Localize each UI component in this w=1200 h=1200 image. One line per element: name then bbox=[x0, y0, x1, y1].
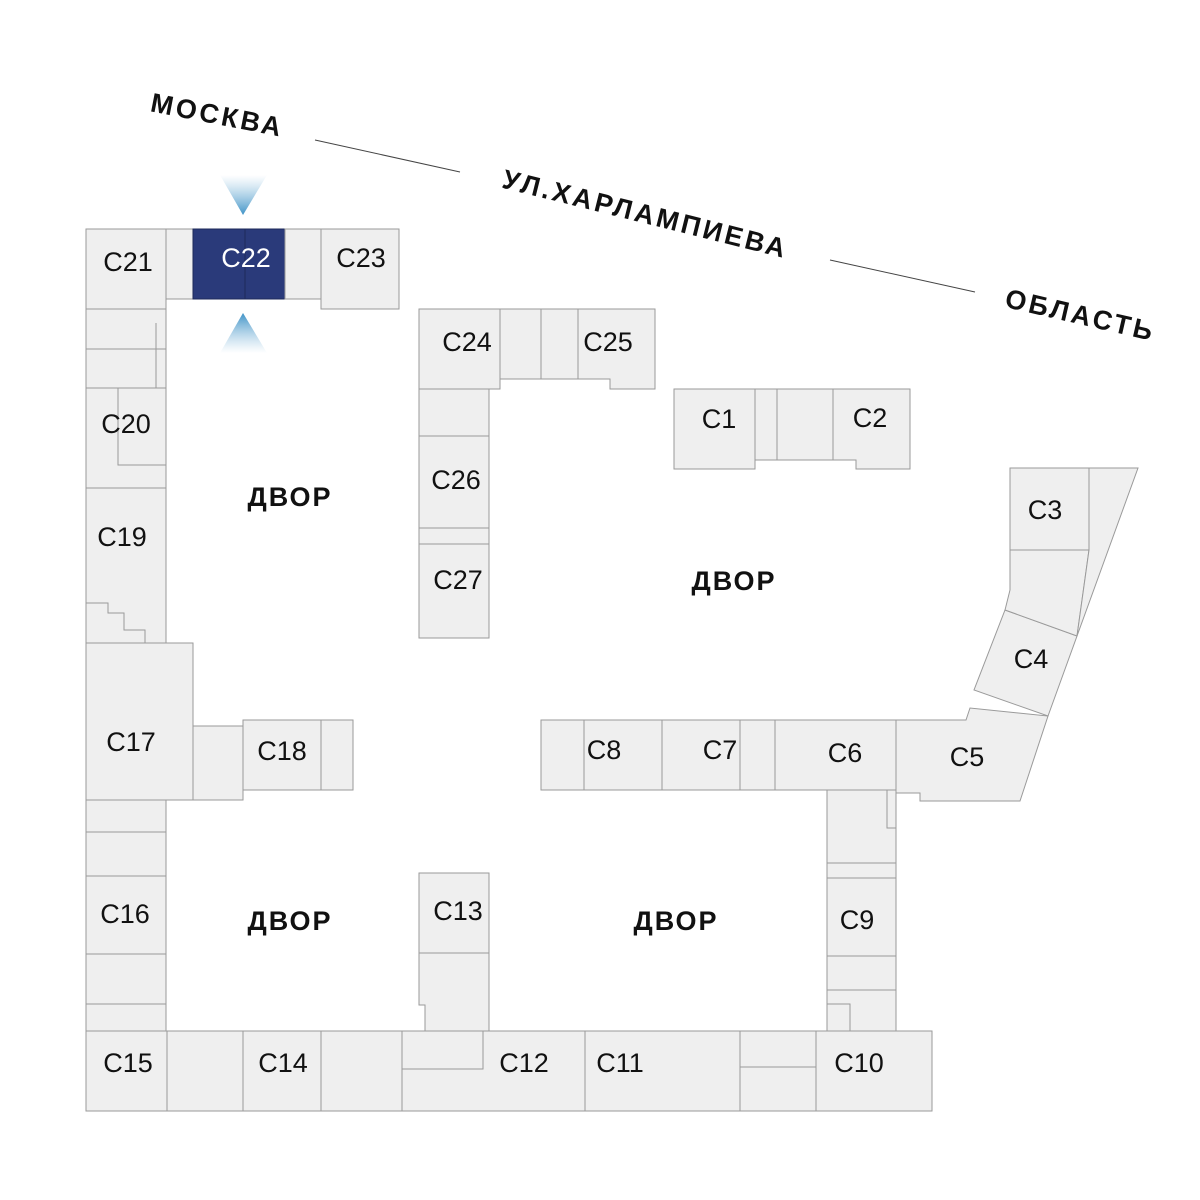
section-c27-block[interactable] bbox=[418, 543, 490, 639]
separator bbox=[886, 789, 896, 829]
section-c6-label: С6 bbox=[828, 738, 863, 768]
section-c22-label: С22 bbox=[221, 243, 271, 273]
yard-label-bottom-left: ДВОР bbox=[247, 906, 332, 936]
corridor-left-6 bbox=[85, 1003, 167, 1032]
street-line-2 bbox=[829, 259, 976, 293]
section-c14-block[interactable] bbox=[242, 1030, 322, 1112]
section-c5-label: С5 bbox=[950, 742, 985, 772]
street-line-1 bbox=[314, 139, 461, 173]
street-label-kharlampieva: УЛ.ХАРЛАМПИЕВА bbox=[499, 164, 791, 264]
section-c13-label: С13 bbox=[433, 896, 483, 926]
section-c9-label: С9 bbox=[840, 905, 875, 935]
street-label-oblast: ОБЛАСТЬ bbox=[1002, 283, 1158, 347]
section-c12-label: С12 bbox=[499, 1048, 549, 1078]
section-c2-label: С2 bbox=[853, 403, 888, 433]
street-label-moskva: МОСКВА bbox=[148, 88, 286, 143]
section-c25-block[interactable] bbox=[577, 308, 656, 390]
separator bbox=[827, 1003, 851, 1031]
section-c27-label: С27 bbox=[433, 565, 483, 595]
section-c8-block[interactable] bbox=[583, 719, 663, 791]
corridor-bottom-2 bbox=[320, 1030, 403, 1112]
section-c2-block[interactable] bbox=[832, 388, 911, 470]
section-c19-block[interactable] bbox=[85, 487, 167, 644]
section-c3-block[interactable] bbox=[1009, 467, 1090, 551]
section-c24-label: С24 bbox=[442, 327, 492, 357]
selection-marker-down-icon bbox=[220, 175, 267, 215]
section-c17-label: С17 bbox=[106, 727, 156, 757]
section-c16-label: С16 bbox=[100, 899, 150, 929]
corridor-bottom-1 bbox=[166, 1030, 244, 1112]
section-c11-label: С11 bbox=[596, 1048, 644, 1078]
section-c21-block[interactable] bbox=[85, 228, 167, 310]
yard-label-top-right: ДВОР bbox=[691, 566, 776, 596]
section-c7-label: С7 bbox=[703, 735, 738, 765]
connector-c21-c22 bbox=[165, 228, 194, 300]
corridor-left-1 bbox=[85, 308, 167, 350]
section-c17-block[interactable] bbox=[85, 642, 194, 801]
corridor-center-1 bbox=[418, 388, 490, 437]
section-c26-block[interactable] bbox=[418, 435, 490, 529]
section-c8-label: С8 bbox=[587, 735, 622, 765]
section-c10-label: С10 bbox=[834, 1048, 884, 1078]
corridor-right-3 bbox=[826, 955, 897, 991]
separator bbox=[402, 1031, 484, 1070]
section-c15-block[interactable] bbox=[85, 1030, 168, 1112]
section-c18-block[interactable] bbox=[242, 719, 354, 791]
connector-c17-c18 bbox=[192, 725, 244, 801]
separator bbox=[117, 388, 166, 466]
section-c10-block[interactable] bbox=[815, 1030, 933, 1112]
yard-label-bottom-right: ДВОР bbox=[633, 906, 718, 936]
corridor-left-5 bbox=[85, 953, 167, 1005]
yard-label-top-left: ДВОР bbox=[247, 482, 332, 512]
section-c16-block[interactable] bbox=[85, 875, 167, 955]
section-c1-block[interactable] bbox=[673, 388, 756, 470]
connector-c24-c25-2 bbox=[540, 308, 579, 380]
corridor-mid-1 bbox=[540, 719, 585, 791]
section-c23-block[interactable] bbox=[320, 228, 400, 310]
section-c1-label: С1 bbox=[702, 404, 737, 434]
corridor-left-3 bbox=[85, 799, 167, 833]
section-c5-block[interactable] bbox=[895, 707, 1049, 802]
stair-outline bbox=[86, 602, 146, 643]
corridor-bottom-3 bbox=[739, 1030, 817, 1112]
section-c4-label: С4 bbox=[1014, 644, 1049, 674]
corridor-mid-2 bbox=[739, 719, 776, 791]
corridor-right-4 bbox=[826, 989, 897, 1032]
section-c22-block-selected[interactable] bbox=[192, 228, 286, 300]
section-c26-label: С26 bbox=[431, 465, 481, 495]
section-c25-label: С25 bbox=[583, 327, 633, 357]
section-c24-block[interactable] bbox=[418, 308, 501, 390]
section-c14-label: С14 bbox=[258, 1048, 308, 1078]
section-c15-label: С15 bbox=[103, 1048, 153, 1078]
section-c3-label: С3 bbox=[1028, 495, 1063, 525]
connector-c22-c23 bbox=[284, 228, 322, 300]
section-c18-label: С18 bbox=[257, 736, 307, 766]
section-c19-label: С19 bbox=[97, 522, 147, 552]
corridor-center-2 bbox=[418, 527, 490, 545]
section-c21-label: С21 bbox=[103, 247, 153, 277]
section-c11-block[interactable] bbox=[584, 1030, 741, 1112]
section-c7-block[interactable] bbox=[661, 719, 741, 791]
corridor-right-1 bbox=[826, 789, 897, 864]
corridor-left-2 bbox=[85, 348, 167, 389]
corridor-right-2 bbox=[826, 862, 897, 879]
section-c20-label: С20 bbox=[101, 409, 151, 439]
connector-c24-c25-1 bbox=[499, 308, 542, 380]
section-c12-block[interactable] bbox=[401, 1030, 586, 1112]
section-c6-block[interactable] bbox=[774, 719, 897, 791]
section-c20-block[interactable] bbox=[85, 387, 167, 489]
connector-c1-c2-2 bbox=[776, 388, 834, 461]
corridor-diag-2 bbox=[1076, 467, 1139, 637]
selection-marker-up-icon bbox=[220, 313, 267, 353]
section-c23-label: С23 bbox=[336, 243, 386, 273]
corridor-left-4 bbox=[85, 831, 167, 877]
connector-c1-c2-1 bbox=[754, 388, 778, 461]
section-c9-block[interactable] bbox=[826, 877, 897, 957]
